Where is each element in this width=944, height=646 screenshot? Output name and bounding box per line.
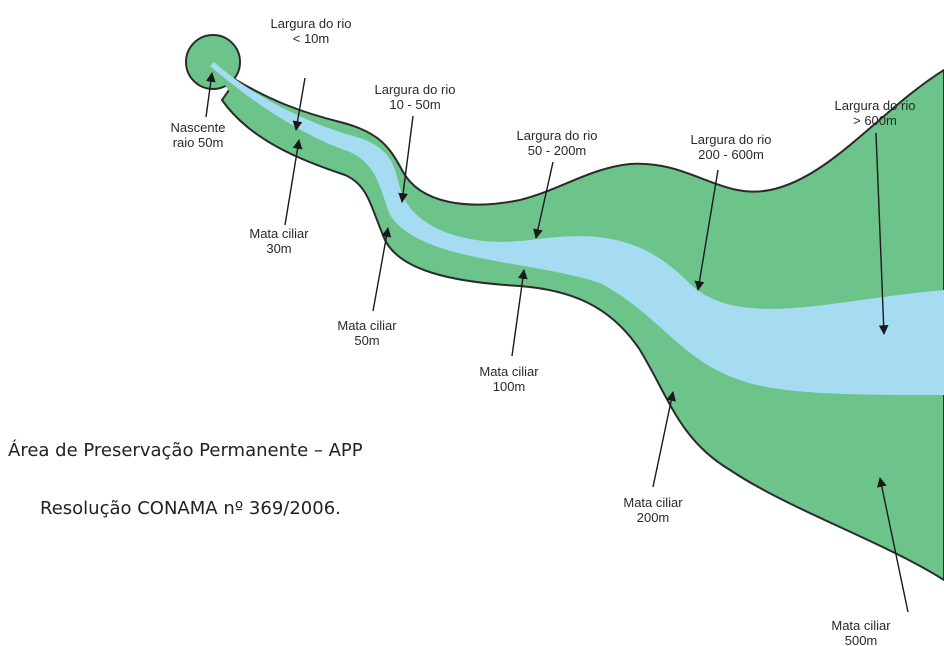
river-width-label-gt600: Largura do rio> 600m [834,98,916,128]
arrow-buffer-50m [372,227,392,312]
arrow-river-gt600 [875,132,889,335]
arrow-river-50-200 [533,161,554,239]
arrow-river-200-600 [694,169,719,291]
arrow-buffer-500m [877,477,909,613]
caption-title: Área de Preservação Permanente – APP [8,440,363,461]
arrow-river-10-50 [398,115,414,203]
annotation-arrows [205,72,909,613]
arrow-source [205,72,216,118]
river-width-label-lt10: Largura do rio< 10m [270,16,352,46]
arrow-buffer-200m [652,391,676,488]
caption-subtitle: Resolução CONAMA nº 369/2006. [40,498,341,519]
arrow-buffer-100m [511,269,528,357]
arrow-buffer-30m [284,139,303,226]
arrow-river-lt10 [292,77,306,131]
river-channel [210,62,944,395]
